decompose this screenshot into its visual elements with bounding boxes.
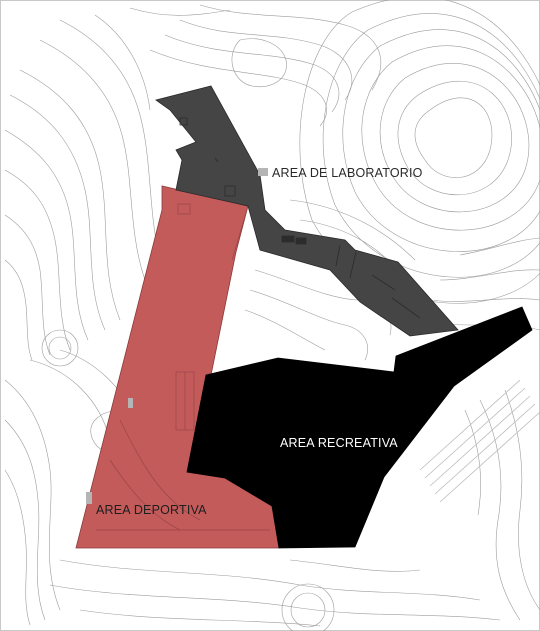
label-area-deportiva: AREA DEPORTIVA [96, 503, 207, 517]
site-hatching [225, 379, 540, 503]
contour-lines [4, 0, 540, 627]
zone-laboratorio [155, 85, 459, 337]
zone-recreativa [186, 306, 533, 549]
site-details [86, 168, 268, 504]
label-area-laboratorio: AREA DE LABORATORIO [272, 166, 423, 180]
label-area-recreativa: AREA RECREATIVA [280, 436, 398, 450]
